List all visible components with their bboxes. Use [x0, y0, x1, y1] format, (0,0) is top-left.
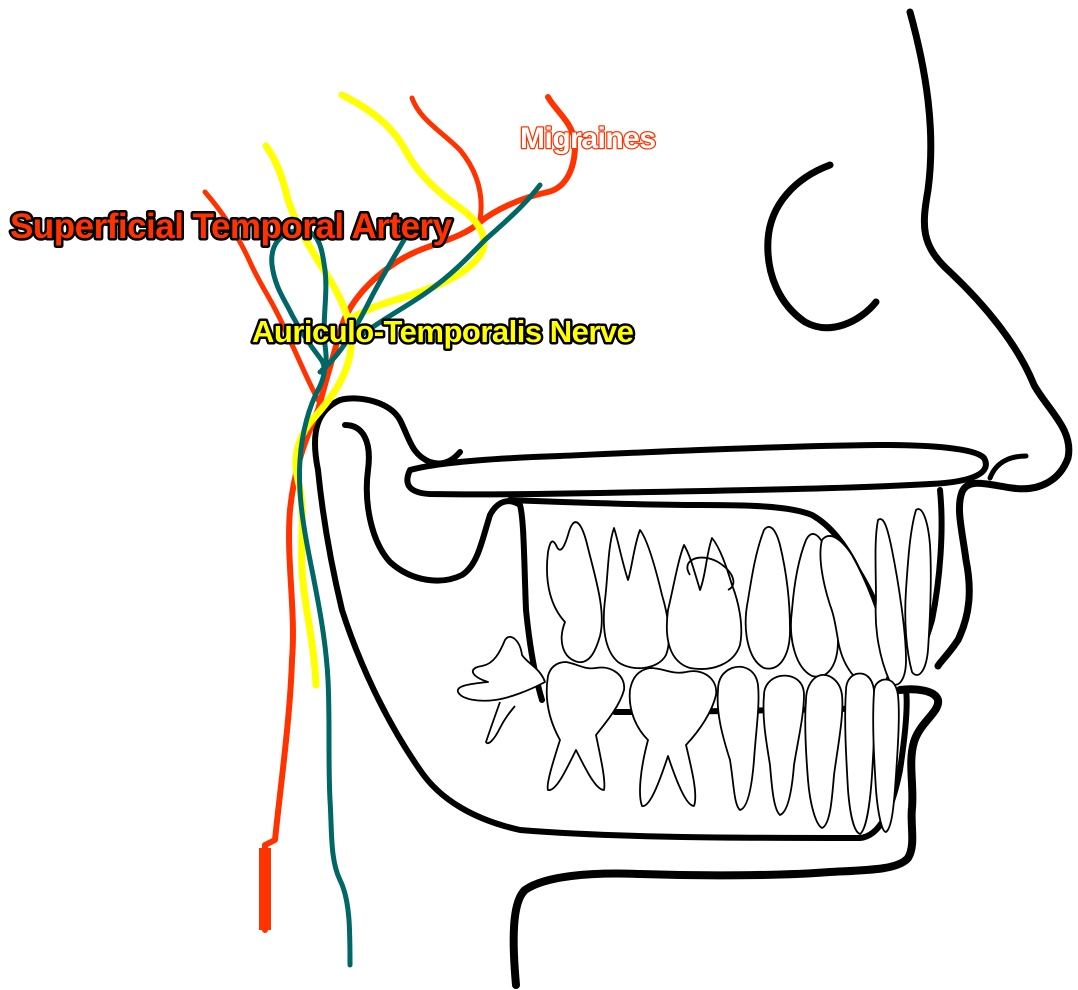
- lower-canine: [805, 675, 842, 828]
- upper-incisor-central: [905, 509, 931, 675]
- lower-molar-2: [547, 662, 624, 790]
- auriculo-temporalis-nerve-label: Auriculo-Temporalis Nerve: [252, 314, 634, 349]
- upper-molar-3: [547, 522, 602, 662]
- superficial-temporal-artery-label: Superficial Temporal Artery: [10, 207, 453, 246]
- lower-incisor-lateral: [845, 674, 875, 834]
- lower-incisor-central: [873, 680, 899, 832]
- migraines-label: Migraines: [520, 122, 656, 155]
- ear-outline: [768, 165, 876, 328]
- nostril-ala: [990, 456, 1026, 478]
- teeth: [458, 509, 931, 834]
- lower-premolar-2: [718, 667, 759, 810]
- labels: Migraines Superficial Temporal Artery Au…: [10, 122, 656, 349]
- upper-molar-2: [604, 528, 669, 668]
- maxilla-plate: [407, 445, 986, 494]
- upper-premolar-2: [746, 527, 790, 669]
- lower-molar-1: [630, 668, 716, 806]
- lower-premolar-1: [763, 676, 804, 815]
- nose-and-lip-profile: [910, 12, 1069, 666]
